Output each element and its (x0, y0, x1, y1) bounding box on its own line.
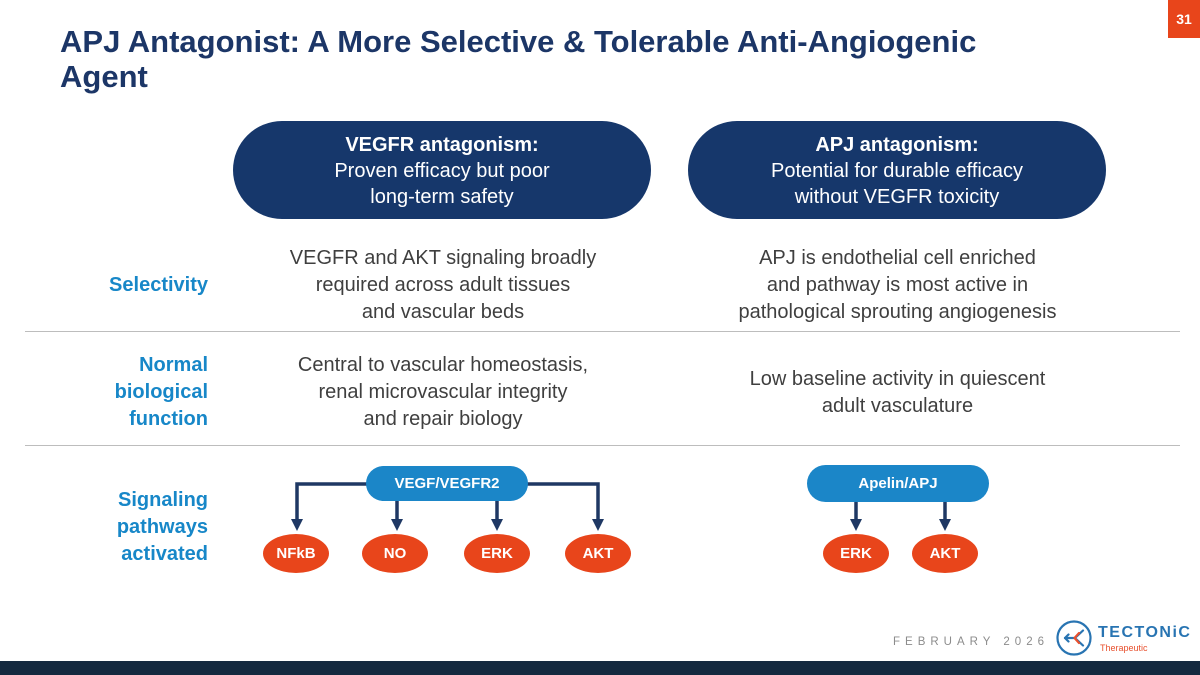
erk-node: ERK (464, 534, 530, 573)
row-label-selectivity: Selectivity (30, 272, 208, 299)
logo-subtext: Therapeutic (1100, 643, 1148, 653)
text-line: Low baseline activity in quiescent (749, 368, 1046, 390)
pill-text-line: Potential for durable efficacy (770, 160, 1023, 182)
footer-date: FEBRUARY 2026 (893, 636, 1049, 648)
row-label-line: Selectivity (109, 274, 208, 296)
selectivity-vegfr-cell: VEGFR and AKT signaling broadly required… (233, 245, 653, 326)
tectonic-logo: TECTONiC Therapeutic (1054, 618, 1191, 658)
text-line: adult vasculature (821, 395, 974, 417)
tectonic-logo-icon (1056, 620, 1092, 656)
apelin-apj-node: Apelin/APJ (807, 465, 989, 502)
biological-function-vegfr-cell: Central to vascular homeostasis, renal m… (233, 352, 653, 433)
text-line: pathological sprouting angiogenesis (738, 301, 1057, 323)
text-line: and repair biology (363, 408, 523, 430)
logo-wordmark: TECTONiC (1098, 624, 1192, 641)
row-label-line: Normal (139, 354, 208, 376)
row-label-line: biological (114, 381, 208, 403)
row-label-line: Signaling (118, 489, 208, 511)
text-line: VEGFR and AKT signaling broadly (289, 247, 597, 269)
row-label-line: function (129, 408, 208, 430)
row-label-normal-biological-function: Normal biological function (30, 352, 208, 433)
selectivity-apj-cell: APJ is endothelial cell enriched and pat… (670, 245, 1125, 326)
slide-title: APJ Antagonist: A More Selective & Toler… (60, 24, 1140, 94)
apj-antagonism-header-pill: APJ antagonism: Potential for durable ef… (688, 121, 1106, 219)
vegf-vegfr2-node: VEGF/VEGFR2 (366, 466, 528, 501)
row-divider (25, 331, 1180, 332)
pill-text-line: long-term safety (370, 186, 514, 208)
biological-function-apj-cell: Low baseline activity in quiescent adult… (670, 366, 1125, 420)
apj-erk-node: ERK (823, 534, 889, 573)
row-label-signaling-pathways: Signaling pathways activated (30, 487, 208, 568)
nfkb-node: NFkB (263, 534, 329, 573)
slide-title-line-2: Agent (60, 59, 148, 94)
row-label-line: activated (121, 543, 208, 565)
page-number-badge: 31 (1168, 0, 1200, 38)
row-divider (25, 445, 1180, 446)
tectonic-logo-text: TECTONiC Therapeutic (1098, 618, 1191, 653)
no-node: NO (362, 534, 428, 573)
text-line: APJ is endothelial cell enriched (759, 247, 1036, 269)
pill-title: APJ antagonism: (815, 134, 979, 156)
text-line: Central to vascular homeostasis, (297, 354, 589, 376)
apj-akt-node: AKT (912, 534, 978, 573)
slide-title-line-1: APJ Antagonist: A More Selective & Toler… (60, 24, 977, 59)
vegfr-antagonism-header-pill: VEGFR antagonism: Proven efficacy but po… (233, 121, 651, 219)
text-line: and pathway is most active in (766, 274, 1029, 296)
pill-text-line: Proven efficacy but poor (334, 160, 550, 182)
akt-node: AKT (565, 534, 631, 573)
text-line: required across adult tissues (315, 274, 571, 296)
row-label-line: pathways (116, 516, 208, 538)
bottom-accent-bar (0, 661, 1200, 675)
pill-title: VEGFR antagonism: (345, 134, 539, 156)
pill-text-line: without VEGFR toxicity (794, 186, 1000, 208)
text-line: and vascular beds (361, 301, 525, 323)
text-line: renal microvascular integrity (318, 381, 568, 403)
